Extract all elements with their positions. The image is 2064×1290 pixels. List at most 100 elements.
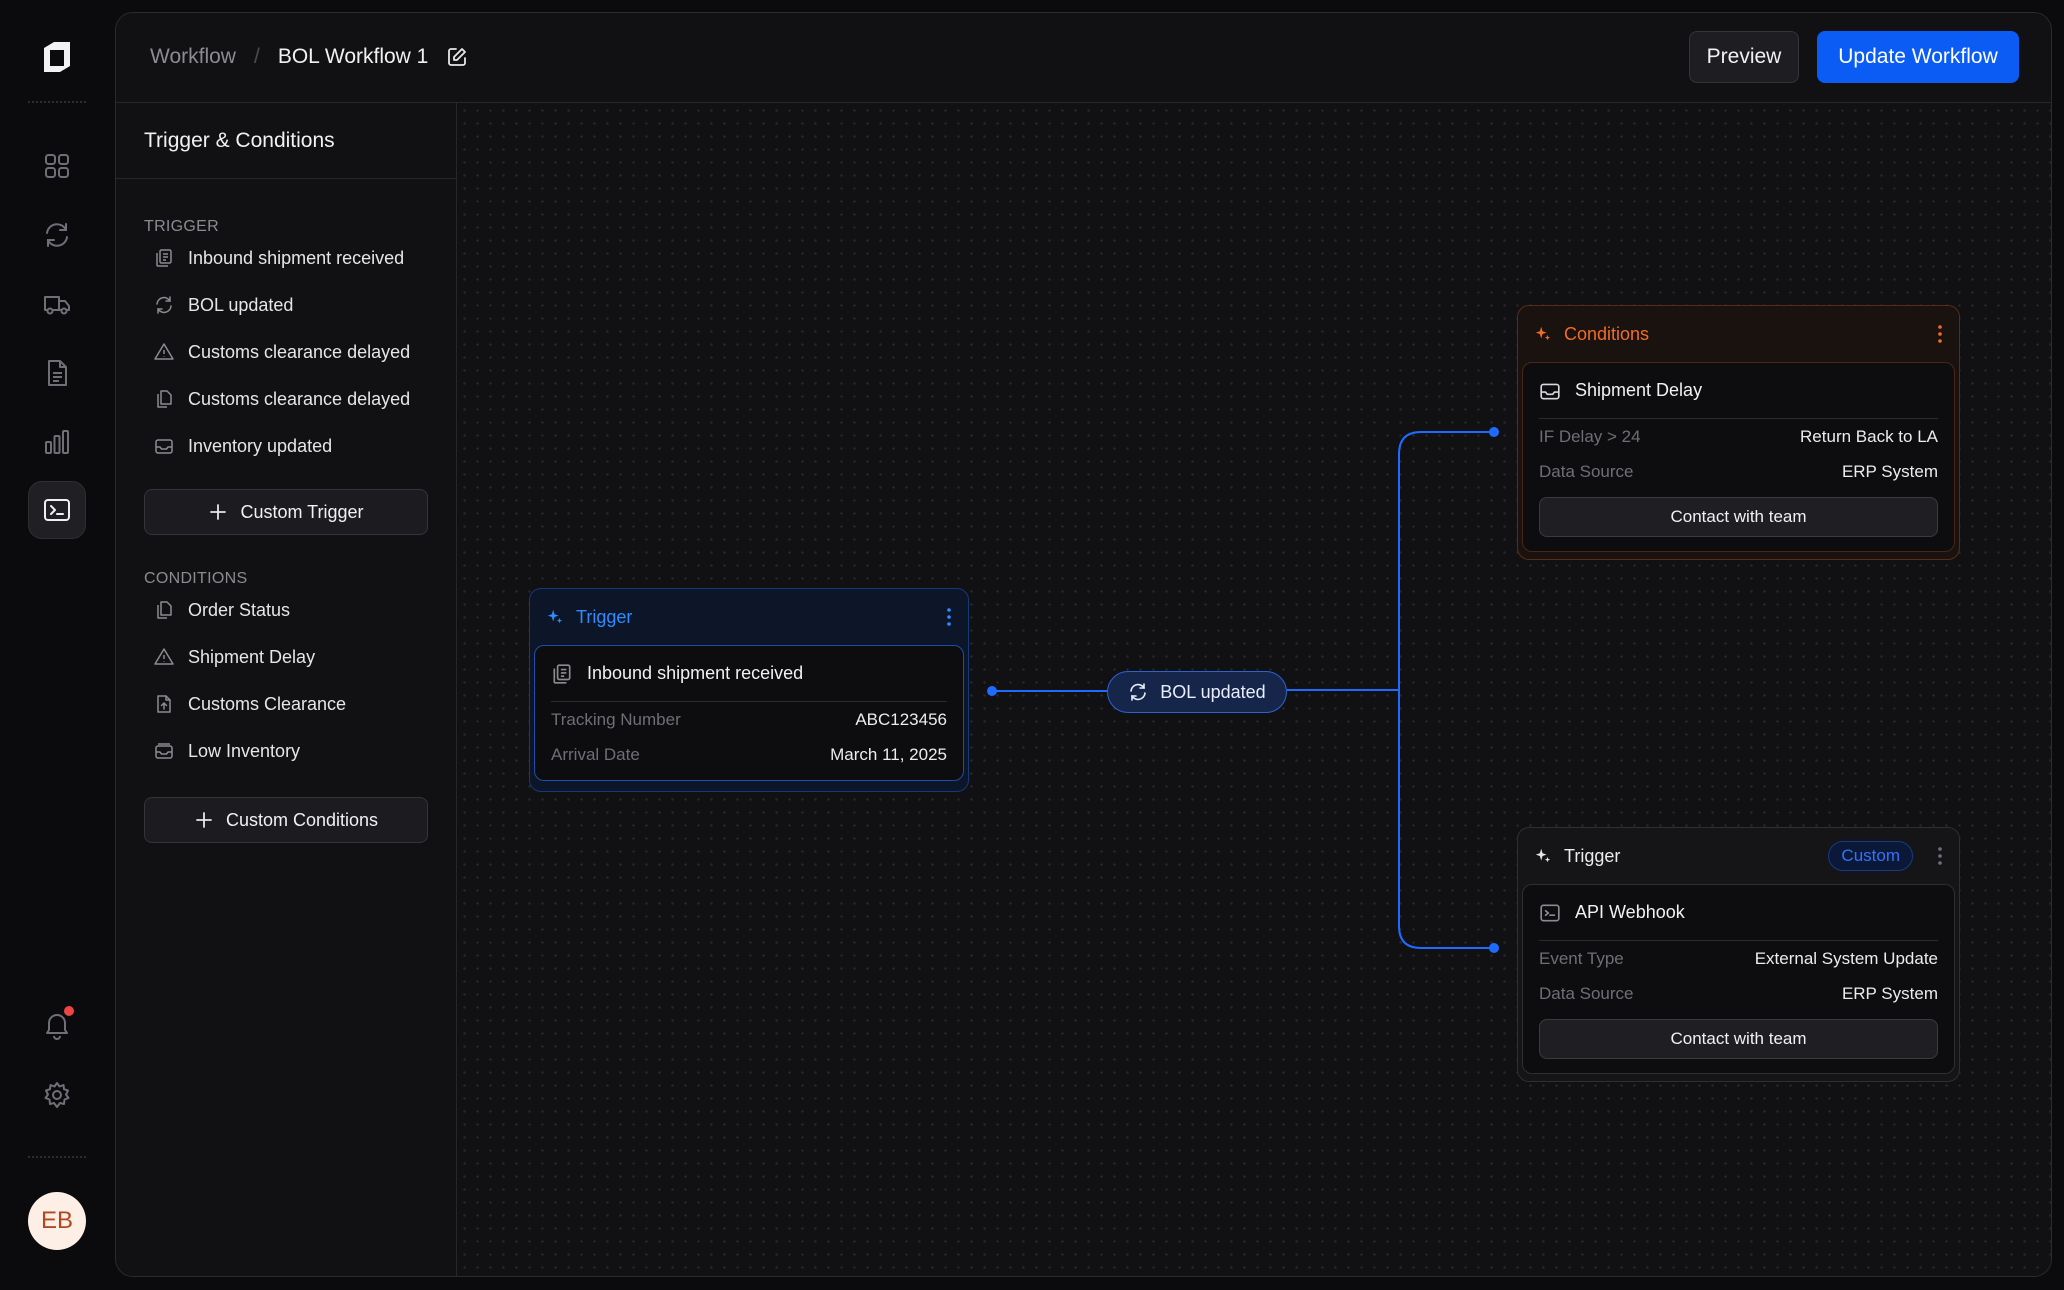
custom-trigger-button[interactable]: Custom Trigger: [144, 489, 428, 535]
trigger-item-customs-delayed[interactable]: Customs clearance delayed: [154, 337, 410, 367]
detail-key: Event Type: [1539, 948, 1624, 968]
inbox-icon: [154, 436, 174, 456]
trigger-item-label: Customs clearance delayed: [188, 341, 411, 362]
inbox-icon: [1539, 380, 1561, 402]
breadcrumb: Workflow / BOL Workflow 1: [150, 45, 468, 69]
bell-icon[interactable]: [28, 996, 86, 1054]
detail-row: Data Source ERP System: [1539, 976, 1938, 1011]
trigger-conditions-panel: Trigger & Conditions TRIGGER Inbound shi…: [116, 103, 457, 1276]
condition-item-low-inventory[interactable]: Low Inventory: [154, 736, 300, 766]
detail-row: Tracking Number ABC123456: [551, 702, 947, 737]
warning-icon: [154, 647, 174, 667]
detail-key: Arrival Date: [551, 744, 640, 764]
sync-icon[interactable]: [28, 206, 86, 264]
more-icon[interactable]: [946, 607, 952, 627]
detail-value: Return Back to LA: [1800, 426, 1938, 446]
app-rail: EB: [0, 0, 114, 1290]
trigger-node-title: Trigger: [576, 606, 633, 627]
condition-item-customs-clearance[interactable]: Customs Clearance: [154, 689, 346, 719]
conditions-node-event-label: Shipment Delay: [1575, 380, 1703, 400]
edit-icon[interactable]: [446, 46, 468, 68]
gear-icon[interactable]: [28, 1066, 86, 1124]
rail-divider: [28, 1156, 86, 1158]
sparkle-icon: [546, 608, 564, 626]
detail-value: ERP System: [1841, 983, 1938, 1003]
copy-icon: [154, 389, 174, 409]
detail-key: Tracking Number: [551, 709, 681, 729]
detail-key: Data Source: [1539, 461, 1634, 481]
custom-conditions-button[interactable]: Custom Conditions: [144, 797, 428, 843]
api-node-event-label: API Webhook: [1575, 902, 1685, 922]
preview-button[interactable]: Preview: [1689, 31, 1799, 83]
notification-dot: [64, 1006, 74, 1016]
trigger-node-event-label: Inbound shipment received: [587, 663, 804, 683]
warning-icon: [154, 342, 174, 362]
condition-item-label: Order Status: [188, 599, 291, 620]
contact-team-button[interactable]: Contact with team: [1539, 497, 1938, 537]
refresh-icon: [154, 295, 174, 315]
conditions-node-event: Shipment Delay: [1539, 363, 1938, 419]
conditions-node-title: Conditions: [1564, 323, 1650, 344]
trigger-item-label: Customs clearance delayed: [188, 388, 411, 409]
trigger-item-inbound-shipment[interactable]: Inbound shipment received: [154, 243, 404, 273]
file-upload-icon: [154, 694, 174, 714]
sparkle-icon: [1534, 325, 1552, 343]
main-frame: Workflow / BOL Workflow 1 Preview Update…: [115, 12, 2052, 1277]
api-node-event: API Webhook: [1539, 885, 1938, 941]
detail-row: Data Source ERP System: [1539, 454, 1938, 489]
condition-item-shipment-delay[interactable]: Shipment Delay: [154, 642, 315, 672]
update-workflow-button[interactable]: Update Workflow: [1817, 31, 2019, 83]
more-icon[interactable]: [1937, 846, 1943, 866]
terminal-icon[interactable]: [28, 481, 86, 539]
truck-icon[interactable]: [28, 275, 86, 333]
detail-row: IF Delay > 24 Return Back to LA: [1539, 419, 1938, 454]
api-node-title: Trigger: [1564, 845, 1621, 866]
detail-row: Arrival Date March 11, 2025: [551, 737, 947, 772]
condition-item-label: Shipment Delay: [188, 646, 316, 667]
document-icon[interactable]: [28, 344, 86, 402]
custom-trigger-label: Custom Trigger: [240, 501, 364, 522]
terminal-icon: [1539, 902, 1561, 924]
detail-value: External System Update: [1754, 948, 1938, 968]
condition-item-label: Low Inventory: [188, 740, 301, 761]
conditions-node-header: Conditions: [1518, 306, 1959, 362]
trigger-node-header: Trigger: [530, 589, 968, 645]
workflow-name: BOL Workflow 1: [277, 45, 429, 68]
trigger-item-label: Inbound shipment received: [188, 247, 405, 268]
api-node-header: Trigger Custom: [1518, 828, 1959, 884]
copy-icon: [154, 600, 174, 620]
inbox-stack-icon: [154, 741, 174, 761]
avatar[interactable]: EB: [28, 1192, 86, 1250]
custom-conditions-label: Custom Conditions: [225, 809, 379, 830]
plus-icon: [194, 810, 214, 830]
detail-key: IF Delay > 24: [1539, 426, 1641, 446]
conditions-node-body: Shipment Delay IF Delay > 24 Return Back…: [1522, 362, 1955, 552]
trigger-node-body: Inbound shipment received Tracking Numbe…: [534, 645, 964, 781]
breadcrumb-separator: /: [253, 45, 260, 68]
trigger-item-customs-delayed-2[interactable]: Customs clearance delayed: [154, 384, 410, 414]
conditions-node[interactable]: Conditions Shipment Delay IF Delay > 24 …: [1517, 305, 1960, 560]
clipboard-icon: [154, 248, 174, 268]
breadcrumb-root[interactable]: Workflow: [150, 45, 236, 68]
detail-key: Data Source: [1539, 983, 1634, 1003]
condition-item-label: Customs Clearance: [188, 693, 347, 714]
condition-item-order-status[interactable]: Order Status: [154, 595, 290, 625]
app-logo-icon[interactable]: [38, 38, 76, 76]
contact-team-button[interactable]: Contact with team: [1539, 1019, 1938, 1059]
sparkle-icon: [1534, 847, 1552, 865]
edge-label-bol-updated[interactable]: BOL updated: [1107, 671, 1287, 713]
custom-badge: Custom: [1828, 841, 1913, 871]
top-bar: Workflow / BOL Workflow 1 Preview Update…: [116, 13, 2051, 103]
panel-title: Trigger & Conditions: [116, 103, 456, 179]
refresh-icon: [1128, 682, 1148, 702]
dashboard-icon[interactable]: [28, 137, 86, 195]
trigger-node[interactable]: Trigger Inbound shipment received Tracki…: [529, 588, 969, 792]
trigger-item-bol-updated[interactable]: BOL updated: [154, 290, 293, 320]
api-webhook-node[interactable]: Trigger Custom API Webhook Event Type Ex…: [1517, 827, 1960, 1082]
rail-divider: [28, 101, 86, 103]
trigger-section-label: TRIGGER: [144, 218, 219, 235]
chart-icon[interactable]: [28, 413, 86, 471]
trigger-item-inventory-updated[interactable]: Inventory updated: [154, 431, 332, 461]
more-icon[interactable]: [1937, 324, 1943, 344]
plus-icon: [208, 502, 228, 522]
